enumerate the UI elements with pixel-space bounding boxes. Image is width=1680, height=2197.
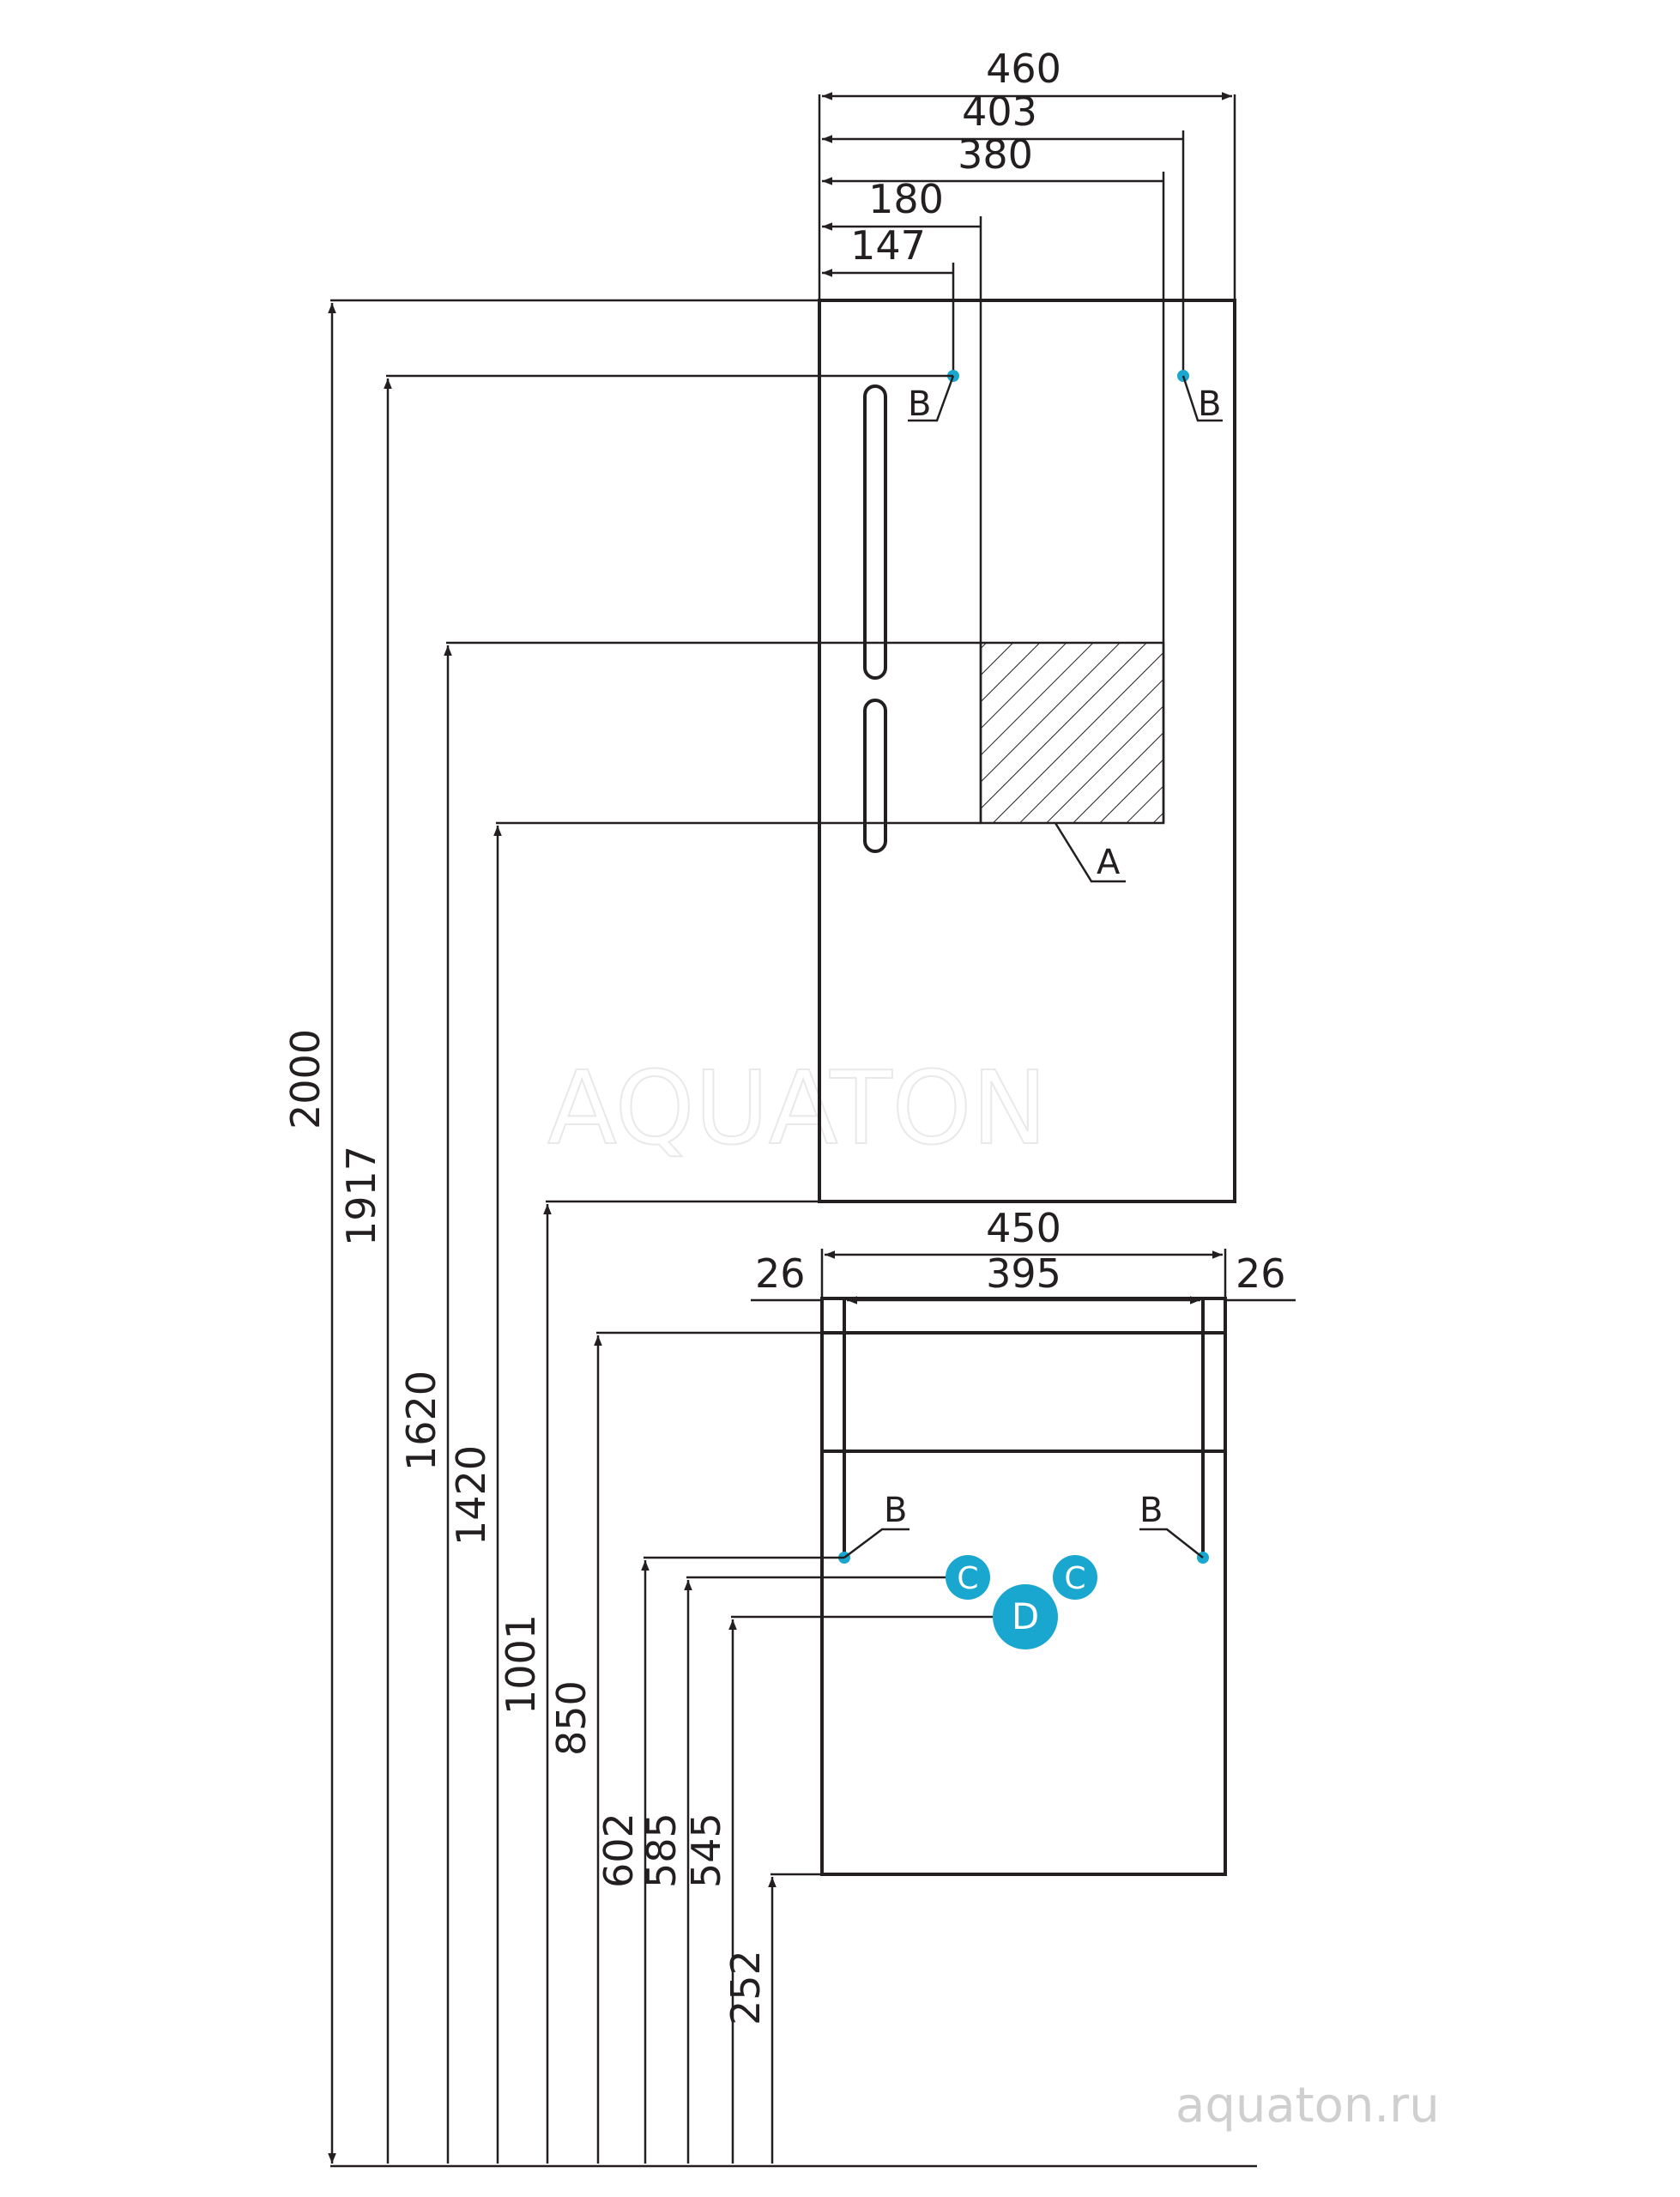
dim-545: 545	[683, 1813, 729, 1888]
dim-450: 450	[986, 1205, 1061, 1251]
dim-252: 252	[722, 1950, 769, 2025]
dim-1620: 1620	[398, 1371, 444, 1471]
dim-2000: 2000	[282, 1029, 329, 1129]
dim-26-left: 26	[755, 1250, 806, 1297]
dim-1420: 1420	[448, 1445, 494, 1546]
label-c-right: C	[1064, 1561, 1085, 1596]
dim-395: 395	[986, 1250, 1061, 1297]
label-a: A	[1097, 843, 1121, 882]
marker-c-left	[946, 1555, 990, 1600]
hatched-niche-a	[979, 641, 1165, 825]
website-text: aquaton.ru	[1175, 2078, 1440, 2133]
vanity-drawer-rail	[820, 1331, 1227, 1453]
wall-cabinet-outline	[818, 299, 1236, 1203]
dim-1917: 1917	[338, 1146, 384, 1246]
watermark-logo: AQUATON	[547, 1049, 1048, 1167]
handle-slot-lower	[863, 699, 887, 853]
label-b-bottom-right: B	[1139, 1491, 1163, 1530]
dim-180: 180	[868, 176, 944, 222]
marker-d	[993, 1584, 1058, 1649]
dim-380: 380	[958, 131, 1033, 178]
label-d: D	[1012, 1595, 1039, 1637]
vanity-body	[820, 1450, 1227, 1876]
dim-26-right: 26	[1236, 1250, 1286, 1297]
dim-585: 585	[638, 1813, 685, 1888]
handle-slot-upper	[863, 384, 887, 680]
marker-c-right	[1053, 1555, 1097, 1600]
label-c-left: C	[957, 1561, 978, 1596]
dim-147: 147	[850, 222, 926, 269]
dim-460: 460	[986, 45, 1061, 92]
dim-602: 602	[595, 1813, 642, 1888]
dim-1001: 1001	[498, 1614, 544, 1715]
label-b-top-left: B	[908, 384, 931, 424]
label-b-top-right: B	[1198, 384, 1221, 424]
dim-850: 850	[548, 1680, 595, 1756]
label-b-bottom-left: B	[884, 1491, 907, 1530]
vanity-top-panel	[820, 1297, 1227, 1335]
dim-403: 403	[962, 88, 1037, 135]
